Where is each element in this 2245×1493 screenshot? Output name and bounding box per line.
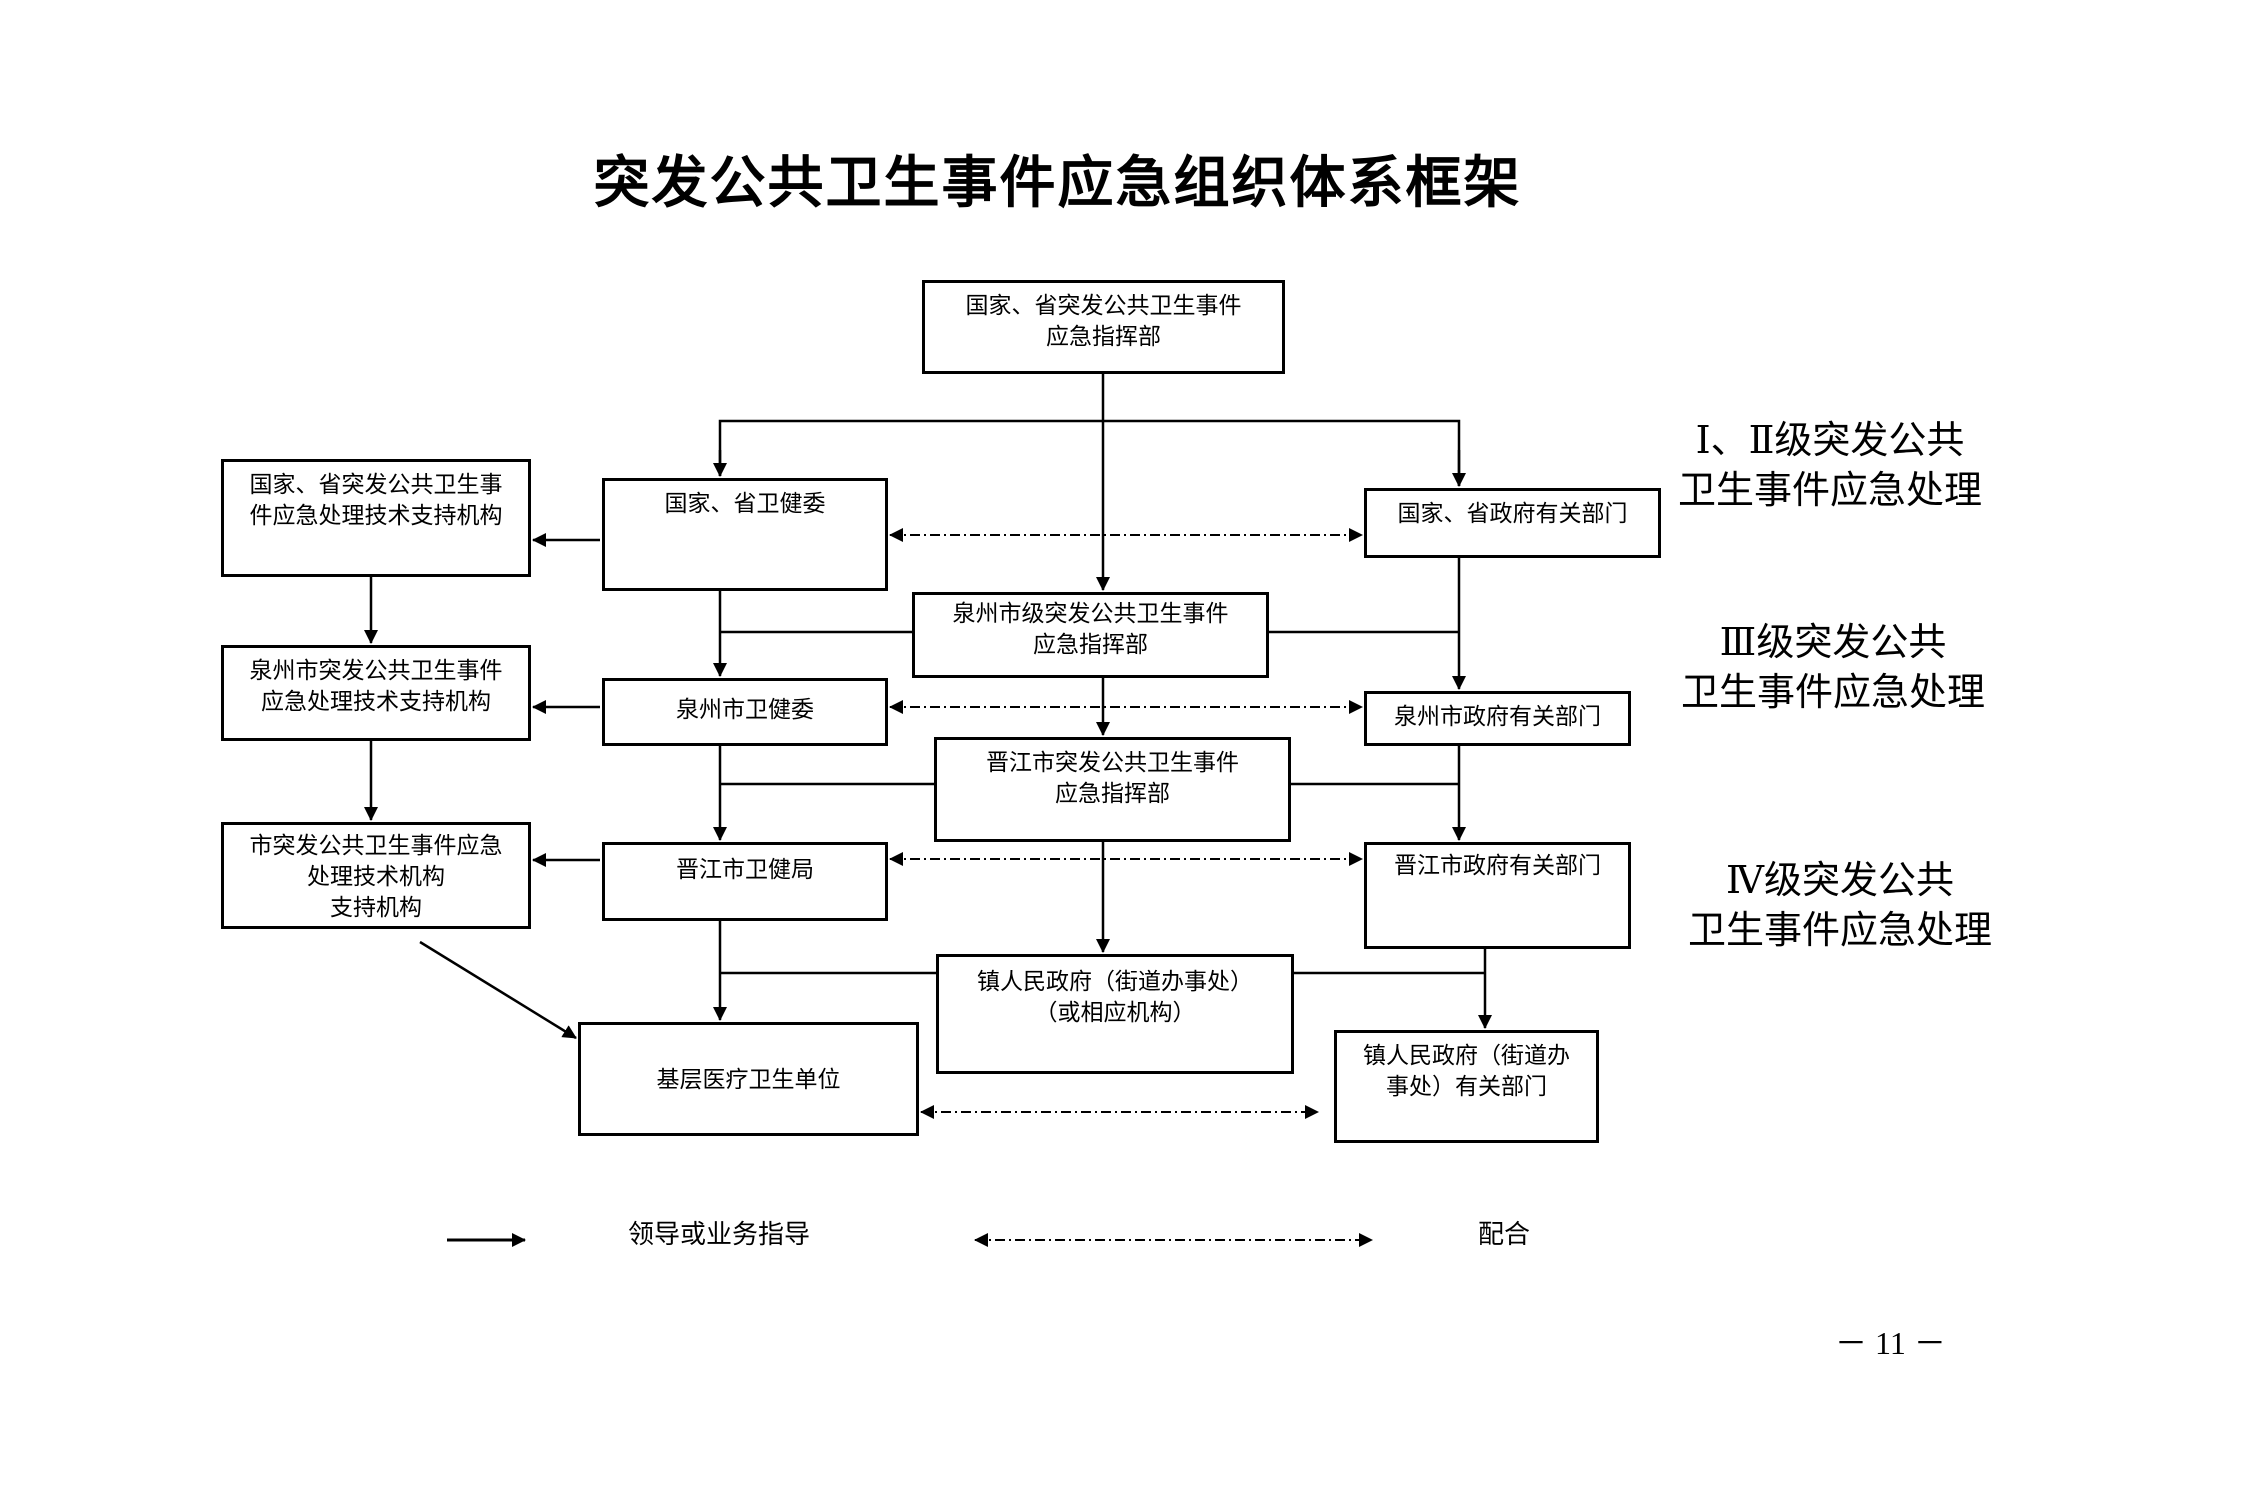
node-city-tech-support: 市突发公共卫生事件应急 处理技术机构 支持机构 bbox=[221, 822, 531, 929]
node-national-health-commission: 国家、省卫健委 bbox=[602, 478, 888, 591]
node-quanzhou-health-commission: 泉州市卫健委 bbox=[602, 678, 888, 746]
node-national-gov-departments: 国家、省政府有关部门 bbox=[1364, 488, 1661, 558]
page-number: － 11 － bbox=[1835, 1325, 1946, 1361]
legend-solid-label: 领导或业务指导 bbox=[628, 1220, 811, 1250]
level-label-3: Ⅲ级突发公共 卫生事件应急处理 bbox=[1680, 620, 1985, 714]
level-label-4: Ⅳ级突发公共 卫生事件应急处理 bbox=[1687, 858, 1992, 952]
node-jinjiang-health-bureau: 晋江市卫健局 bbox=[602, 842, 888, 921]
node-national-tech-support: 国家、省突发公共卫生事 件应急处理技术支持机构 bbox=[221, 459, 531, 577]
node-national-command: 国家、省突发公共卫生事件 应急指挥部 bbox=[922, 280, 1285, 374]
node-quanzhou-command: 泉州市级突发公共卫生事件 应急指挥部 bbox=[912, 592, 1269, 678]
level-label-1-2: Ⅰ、Ⅱ级突发公共 卫生事件应急处理 bbox=[1677, 418, 1982, 512]
node-quanzhou-tech-support: 泉州市突发公共卫生事件 应急处理技术支持机构 bbox=[221, 645, 531, 741]
node-town-government: 镇人民政府（街道办事处） （或相应机构） bbox=[936, 954, 1294, 1074]
node-jinjiang-command: 晋江市突发公共卫生事件 应急指挥部 bbox=[934, 737, 1291, 842]
node-jinjiang-gov-departments: 晋江市政府有关部门 bbox=[1364, 842, 1631, 949]
legend-dashdot-label: 配合 bbox=[1478, 1220, 1531, 1250]
diagram-title: 突发公共卫生事件应急组织体系框架 bbox=[593, 150, 1522, 216]
node-town-gov-departments: 镇人民政府（街道办 事处）有关部门 bbox=[1334, 1030, 1599, 1143]
node-primary-medical-units: 基层医疗卫生单位 bbox=[578, 1022, 919, 1136]
link-tech3-to-base bbox=[419, 940, 577, 1040]
node-quanzhou-gov-departments: 泉州市政府有关部门 bbox=[1364, 691, 1631, 746]
link-national-command-branch bbox=[718, 419, 1461, 486]
